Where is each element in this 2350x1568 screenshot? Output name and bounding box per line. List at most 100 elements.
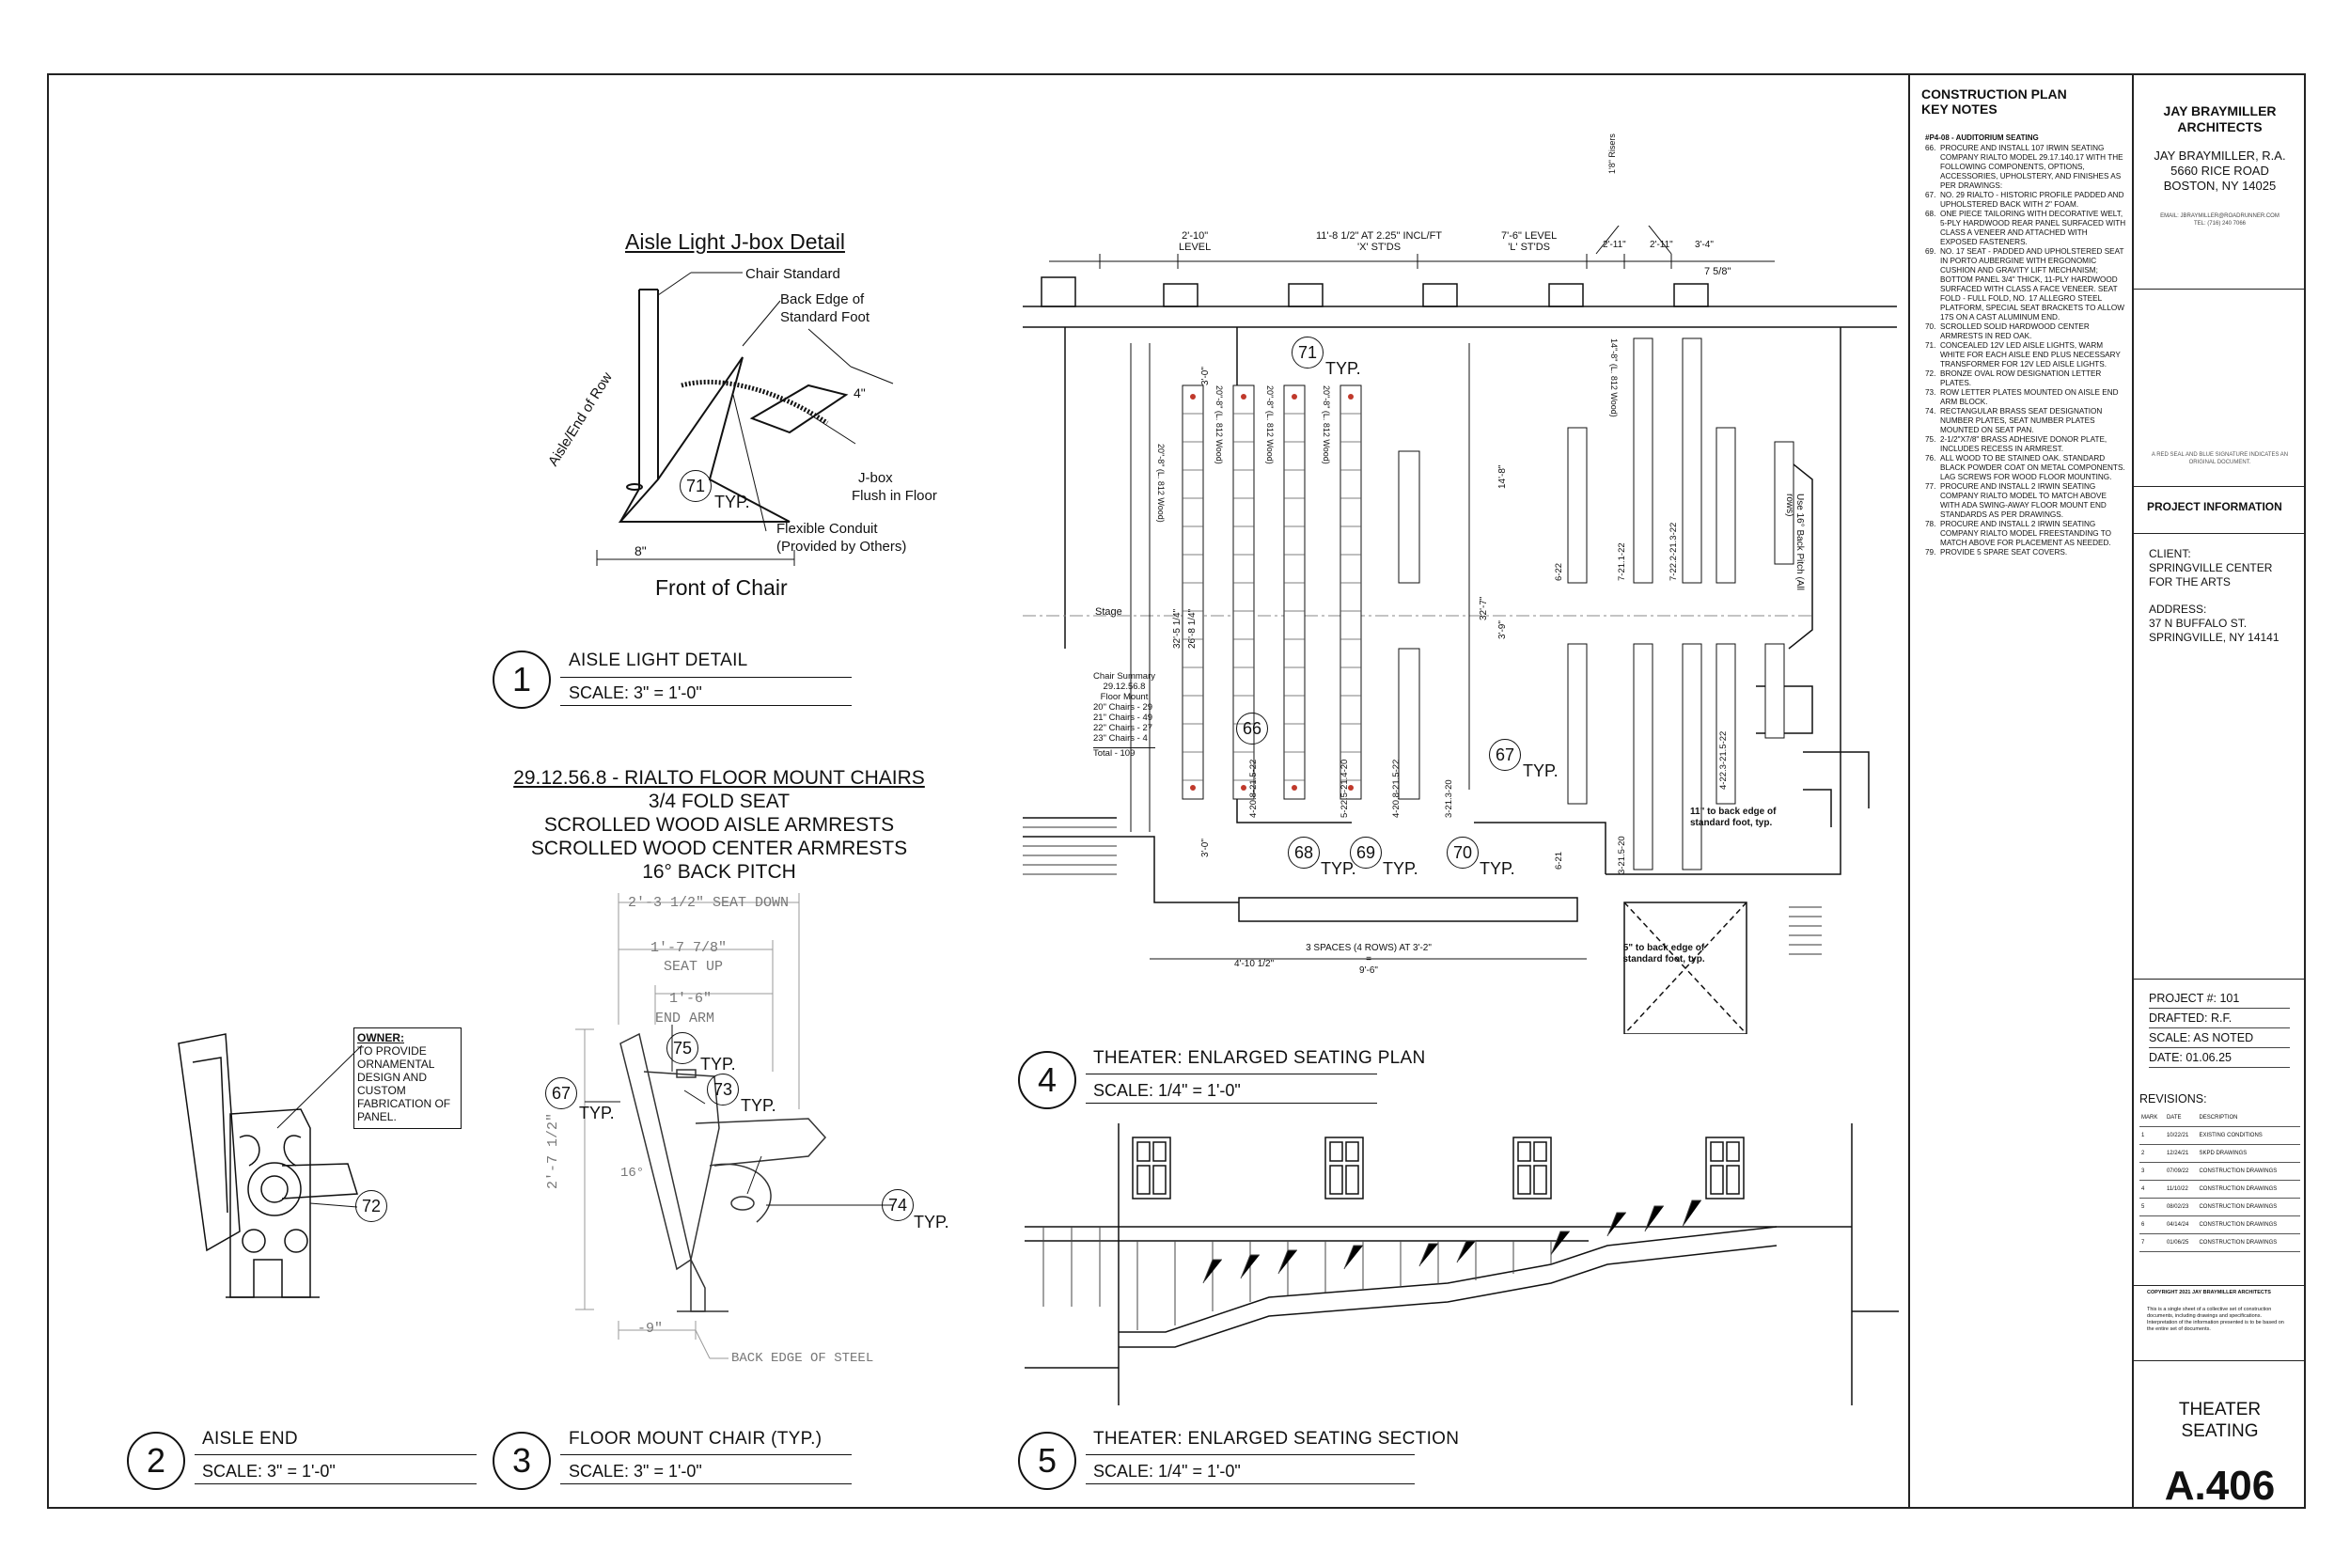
detail2-number-bubble: 2 — [127, 1432, 185, 1490]
detail3-scale-rule — [560, 1483, 852, 1484]
dim-end-arm-length: 1'-6" — [669, 991, 713, 1007]
keynote-75-bubble: 75 — [666, 1032, 698, 1064]
dim-9in: -9" — [637, 1321, 664, 1337]
typ-label: TYP. — [1480, 859, 1515, 878]
dim-14-8: 14'-8" — [1497, 464, 1508, 489]
sheet-title-line2: SEATING — [2181, 1421, 2259, 1441]
dim-seat-up-label: SEAT UP — [664, 959, 724, 975]
note-back-pitch: Use 16° Back Pitch (All rows) — [1784, 494, 1805, 590]
owner-heading: OWNER: — [357, 1031, 404, 1044]
note-5in-back-edge: 5" to back edge of standard foot, typ. — [1622, 943, 1705, 964]
summary-row: 20" Chairs - 29 — [1093, 702, 1155, 713]
rev-desc: CONSTRUCTION DRAWINGS — [2197, 1180, 2300, 1199]
detail2-scale-rule — [195, 1483, 477, 1484]
dim-level: LEVEL — [1179, 242, 1212, 253]
rev-desc: CONSTRUCTION DRAWINGS — [2197, 1215, 2300, 1234]
detail4-title: THEATER: ENLARGED SEATING PLAN — [1093, 1048, 1426, 1068]
rev-date: 01/06/25 — [2164, 1233, 2198, 1252]
key-note-text: CONCEALED 12V LED AISLE LIGHTS, WARM WHI… — [1940, 341, 2121, 368]
dim-26-8: 26'-8 1/4" — [1187, 608, 1198, 649]
dim-3-4: 3'-4" — [1695, 240, 1714, 250]
key-note-item: 78.PROCURE AND INSTALL 2 IRWIN SEATING C… — [1925, 520, 2126, 548]
drawing-sheet-border — [47, 73, 2306, 1509]
summary-row: 21" Chairs - 49 — [1093, 713, 1155, 723]
dim-8in: 8" — [634, 543, 647, 558]
summary-row: 22" Chairs - 27 — [1093, 723, 1155, 733]
angle-16-label: 16° — [620, 1166, 645, 1181]
floor-mount-chair-drawing — [575, 893, 893, 1359]
dim-2-11-b: 2'-11" — [1650, 240, 1673, 250]
key-note-text: ALL WOOD TO BE STAINED OAK. STANDARD BLA… — [1940, 454, 2125, 481]
detail5-scale-rule — [1086, 1483, 1415, 1484]
sheet-id-section: THEATER SEATING A.406 — [2134, 1399, 2306, 1568]
summary-value: 4 — [1142, 733, 1148, 744]
row-formula: 5-22.5-21.4-20 — [1340, 759, 1350, 818]
rev-mark: 6 — [2139, 1215, 2165, 1234]
summary-value: 27 — [1142, 723, 1153, 733]
typ-label: TYP. — [914, 1213, 949, 1231]
rev-mark: 2 — [2139, 1144, 2165, 1163]
key-note-number: 75. — [1925, 435, 1936, 444]
drafted-by: DRAFTED: R.F. — [2149, 1009, 2290, 1028]
key-note-item: 69.NO. 17 SEAT - PADDED AND UPHOLSTERED … — [1925, 247, 2126, 322]
detail3-scale: SCALE: 3" = 1'-0" — [569, 1462, 702, 1482]
scale-prefix: SCALE: — [202, 1462, 263, 1481]
key-notes-title-line1: CONSTRUCTION PLAN — [1921, 86, 2067, 102]
keynote-74-bubble: 74 — [882, 1189, 914, 1221]
seal-note: A RED SEAL AND BLUE SIGNATURE INDICATES … — [2151, 452, 2289, 465]
project-number: PROJECT #: 101 — [2149, 989, 2290, 1009]
keynote-67-bubble: 67 — [545, 1077, 577, 1109]
seal-section: A RED SEAL AND BLUE SIGNATURE INDICATES … — [2134, 290, 2306, 487]
keynote-71-bubble: 71 — [680, 470, 712, 502]
copyright-section: COPYRIGHT 2021 JAY BRAYMILLER ARCHITECTS… — [2134, 1286, 2306, 1361]
key-notes-panel: CONSTRUCTION PLAN KEY NOTES #P4-08 - AUD… — [1908, 73, 2132, 1509]
title-block: JAY BRAYMILLER ARCHITECTS JAY BRAYMILLER… — [2132, 73, 2306, 1509]
seating-section-drawing — [1025, 1123, 1899, 1405]
spec-line-5: 16° BACK PITCH — [642, 861, 796, 883]
dim-incline: 11'-8 1/2" AT 2.25" INCL/FT — [1316, 230, 1443, 242]
project-info-body: CLIENT: SPRINGVILLE CENTER FOR THE ARTS … — [2134, 534, 2306, 980]
scale-prefix: SCALE: — [569, 683, 630, 702]
row-formula: 6-22 — [1554, 562, 1564, 581]
keynote-71-bubble: 71 — [1292, 337, 1324, 368]
row-label: 20"-8" (L. 812 Wood) — [1156, 444, 1166, 523]
chair-summary: Chair Summary 29.12.56.8 Floor Mount 20"… — [1093, 671, 1155, 759]
rev-desc: CONSTRUCTION DRAWINGS — [2197, 1198, 2300, 1216]
spec-line-2: 3/4 FOLD SEAT — [648, 791, 791, 812]
rev-date: 12/24/21 — [2164, 1144, 2198, 1163]
sheet-scale: SCALE: AS NOTED — [2149, 1028, 2290, 1048]
key-note-number: 73. — [1925, 388, 1936, 397]
summary-value: 49 — [1142, 713, 1153, 723]
row-formula: 4-20.8-21.5-22 — [1391, 759, 1402, 818]
project-meta: PROJECT #: 101 DRAFTED: R.F. SCALE: AS N… — [2134, 980, 2306, 1087]
dim-seat-down: 2'-3 1/2" SEAT DOWN — [628, 895, 790, 911]
key-notes-section: #P4-08 - AUDITORIUM SEATING — [1925, 133, 2039, 142]
note-11in-back-edge: 11" to back edge of standard foot, typ. — [1690, 807, 1777, 828]
key-note-item: 70.SCROLLED SOLID HARDWOOD CENTER ARMRES… — [1925, 322, 2126, 341]
key-note-text: 2-1/2"X7/8" BRASS ADHESIVE DONOR PLATE, … — [1940, 435, 2107, 453]
key-note-item: 74.RECTANGULAR BRASS SEAT DESIGNATION NU… — [1925, 407, 2126, 435]
rev-desc: SKPD DRAWINGS — [2197, 1144, 2300, 1163]
row-label: 14"-8" (L. 812 Wood) — [1609, 338, 1619, 417]
rev-mark: 7 — [2139, 1233, 2165, 1252]
firm-addr2: BOSTON, NY 14025 — [2163, 179, 2277, 193]
dim-3-0-top: 3'-0" — [1200, 367, 1211, 385]
key-note-item: 67.NO. 29 RIALTO - HISTORIC PROFILE PADD… — [1925, 191, 2126, 210]
scale-prefix: SCALE: — [569, 1462, 630, 1481]
rev-date: 11/10/22 — [2164, 1180, 2198, 1199]
key-note-item: 75. 2-1/2"X7/8" BRASS ADHESIVE DONOR PLAT… — [1925, 435, 2126, 454]
dim-3-9: 3'-9" — [1497, 620, 1508, 639]
detail2-title: AISLE END — [202, 1429, 298, 1449]
key-note-item: 79.PROVIDE 5 SPARE SEAT COVERS. — [1925, 548, 2126, 557]
chair-spec-block: 29.12.56.8 - RIALTO FLOOR MOUNT CHAIRS 3… — [489, 766, 949, 884]
sheet-title: THEATER SEATING — [2134, 1399, 2306, 1442]
dim-3-spaces: 3 SPACES (4 ROWS) AT 3'-2" =9'-6" — [1303, 943, 1434, 977]
callout-chair-standard: Chair Standard — [745, 266, 840, 282]
scale-value: 1/4" = 1'-0" — [1158, 1462, 1241, 1481]
